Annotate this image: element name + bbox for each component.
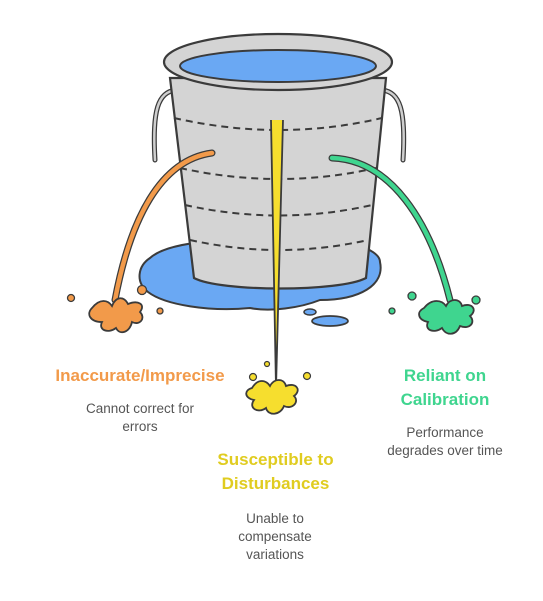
paint-splash-icon (388, 291, 481, 335)
item-description-disturbances: Unable to compensate variations (238, 511, 312, 562)
green-leak-stream (328, 154, 454, 304)
item-title-calibration: Reliant on Calibration (400, 366, 490, 409)
item-description-calibration: Performance degrades over time (387, 425, 503, 458)
item-description-inaccurate: Cannot correct for errors (85, 401, 195, 434)
item-title-inaccurate: Inaccurate/Imprecise (55, 366, 225, 385)
orange-leak-stream (111, 149, 216, 304)
item-title-disturbances: Susceptible to Disturbances (217, 450, 334, 493)
paint-splash-icon (66, 284, 164, 334)
paint-splash-icon (245, 360, 312, 415)
